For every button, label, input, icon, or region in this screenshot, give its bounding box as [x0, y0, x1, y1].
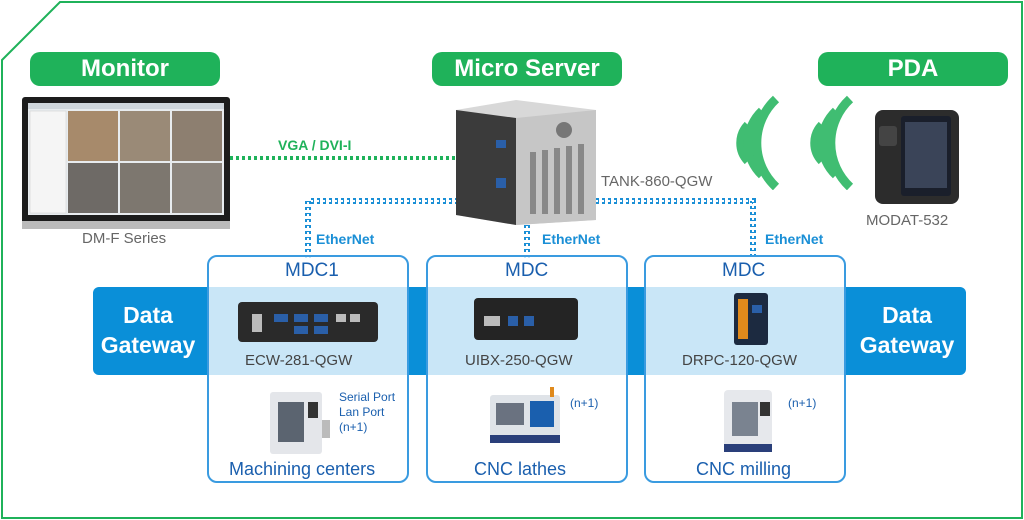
monitor-image	[22, 97, 230, 229]
data-gateway-right: Data Gateway	[852, 300, 962, 360]
ethernet-label-3: EtherNet	[765, 231, 824, 247]
server-model-label: TANK-860-QGW	[601, 173, 713, 190]
uibx-250-device-image	[474, 298, 578, 340]
n-plus-one-note-2: (n+1)	[570, 396, 599, 410]
mdc-box-2-title: MDC	[505, 260, 549, 281]
mdc-box-1-machine-label: Machining centers	[229, 459, 376, 479]
data-gateway-left: Data Gateway	[98, 300, 198, 360]
mdc-box-2-machine-label: CNC lathes	[474, 459, 567, 479]
mdc-box-1-notes: Serial Port Lan Port (n+1)	[339, 390, 395, 435]
mdc-box-2-model: UIBX-250-QGW	[465, 352, 573, 369]
n-plus-one-note-1: (n+1)	[339, 420, 368, 434]
mdc-box-3-model: DRPC-120-QGW	[682, 352, 798, 369]
monitor-model-label: DM-F Series	[82, 230, 167, 247]
lan-port-note: Lan Port	[339, 405, 385, 419]
ethernet-label-2: EtherNet	[542, 231, 601, 247]
machining-center-image	[270, 392, 330, 454]
server-image	[456, 100, 596, 225]
data-gateway-right-line2: Gateway	[859, 332, 955, 358]
serial-port-note: Serial Port	[339, 390, 396, 404]
data-gateway-left-line1: Data	[123, 302, 173, 328]
wireless-signal-icon	[736, 95, 854, 190]
micro-server-header: Micro Server	[432, 52, 622, 86]
vga-link-label: VGA / DVI-I	[278, 137, 352, 153]
pda-header: PDA	[818, 52, 1008, 86]
mdc-box-2	[426, 255, 628, 483]
cnc-milling-image	[724, 390, 772, 452]
drpc-120-device-image	[734, 293, 768, 345]
pda-model-label: MODAT-532	[866, 212, 949, 229]
ecw-281-device-image	[238, 302, 378, 342]
n-plus-one-note-3: (n+1)	[788, 396, 817, 410]
mdc-box-3-title: MDC	[722, 260, 766, 281]
mdc-box-1-model: ECW-281-QGW	[245, 352, 353, 369]
ethernet-label-1: EtherNet	[316, 231, 375, 247]
mdc-box-1-title: MDC1	[285, 260, 339, 281]
data-gateway-right-line1: Data	[882, 302, 932, 328]
monitor-header: Monitor	[30, 52, 220, 86]
cnc-lathe-image	[490, 387, 560, 443]
pda-image	[875, 110, 959, 204]
data-gateway-left-line2: Gateway	[100, 332, 196, 358]
mdc-box-3-machine-label: CNC milling	[696, 459, 792, 479]
